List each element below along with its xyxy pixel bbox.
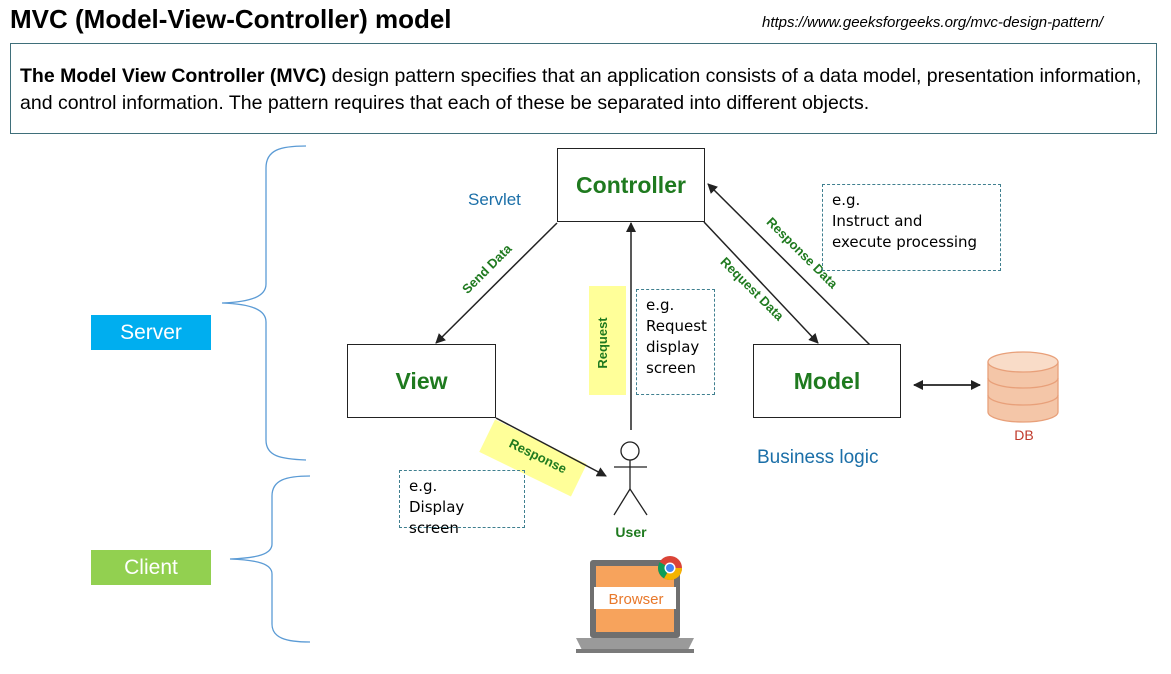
db-label: DB [1014,427,1033,443]
response-highlight [479,419,587,497]
user-label: User [615,524,647,540]
client-brace [229,475,311,643]
model-label: Model [793,367,861,394]
note-line: Display screen [409,498,465,537]
servlet-label: Servlet [468,190,521,209]
note-line: Request [646,317,707,335]
note-line: display [646,338,700,356]
note-line: e.g. [832,191,861,209]
send-data-label: Send Data [459,240,515,296]
note-line: Instruct and [832,212,923,230]
view-note: e.g. Display screen [399,470,525,537]
request-data-label: Request Data [718,254,788,324]
model-node: Model [753,344,901,418]
source-url: https://www.geeksforgeeks.org/mvc-design… [762,14,1103,31]
response-data-arrow [707,183,871,346]
description-bold: The Model View Controller (MVC) [20,65,327,87]
description-box: The Model View Controller (MVC) design p… [10,43,1157,134]
chrome-icon [657,556,682,581]
page-title: MVC (Model-View-Controller) model [10,4,452,34]
request-label: Request [595,317,610,369]
description-text: design pattern specifies that an applica… [20,65,1142,114]
note-line: e.g. [646,296,675,314]
client-badge: Client [91,550,211,585]
view-label: View [395,367,448,394]
note-line: e.g. [409,477,438,495]
request-data-arrow [703,221,819,344]
database-icon [987,351,1059,423]
note-line: screen [646,359,696,377]
response-arrow [495,417,607,477]
request-note: e.g. Request display screen [636,289,715,395]
controller-label: Controller [576,171,686,198]
business-logic-label: Business logic [757,447,879,468]
controller-node: Controller [557,148,705,222]
note-line: execute processing [832,233,978,251]
browser-label: Browser [608,591,663,608]
user-icon [613,441,648,516]
server-badge: Server [91,315,211,350]
view-node: View [347,344,496,418]
controller-note: e.g. Instruct and execute processing [822,184,1001,271]
send-data-arrow [435,222,558,344]
server-brace [221,145,307,461]
request-highlight [589,286,626,395]
